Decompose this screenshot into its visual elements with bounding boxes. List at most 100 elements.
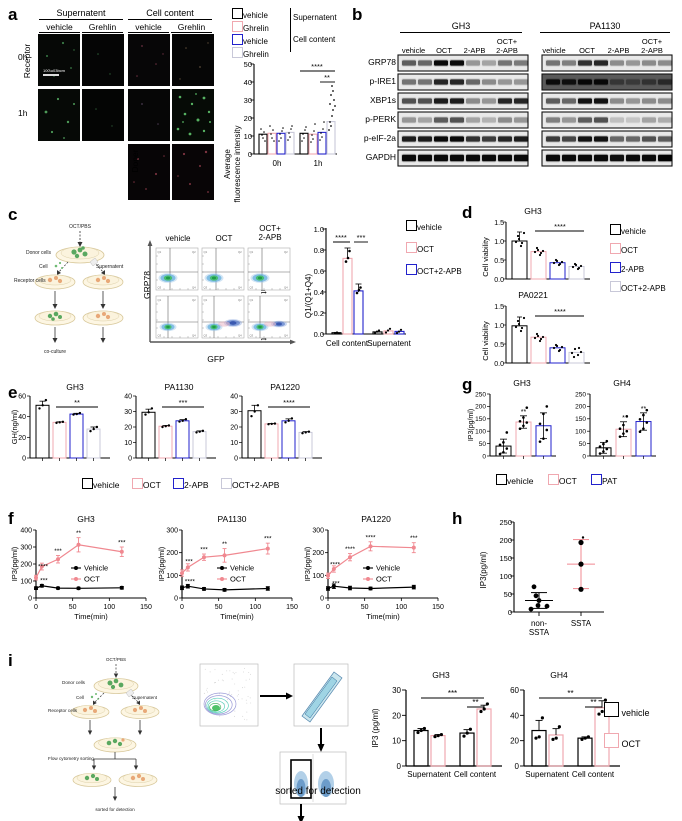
panel-c-sig-1: **** xyxy=(335,233,347,242)
svg-text:**: ** xyxy=(641,406,647,413)
panel-g: g GH3 GH4 050100150200250IP3(pg/ml)**050… xyxy=(462,374,678,494)
svg-text:Q3: Q3 xyxy=(250,334,254,338)
svg-text:40: 40 xyxy=(230,394,238,401)
svg-text:**: ** xyxy=(567,689,573,698)
panel-a-row-label-0h: 0h xyxy=(18,52,27,62)
svg-text:***: *** xyxy=(40,578,48,585)
svg-text:30: 30 xyxy=(230,409,238,416)
panel-c-legend-item-0: vehicle xyxy=(406,220,462,233)
panel-i-schematic-donor: Donor cells xyxy=(62,680,86,685)
panel-c-schematic-coculture: co-culture xyxy=(44,349,66,355)
svg-text:10: 10 xyxy=(124,440,132,447)
panel-i-schematic-supernatent: Supernatent xyxy=(132,695,158,700)
panel-b-pa-treat-3: OCT+ 2-APB xyxy=(636,38,668,55)
panel-b-protein-5: GAPDH xyxy=(352,152,396,162)
panel-d-title-1: PA0221 xyxy=(488,290,578,300)
panel-d-chart-1: Cell viability 0.00.51.01.5 **** xyxy=(480,301,610,373)
panel-c-sig-2: *** xyxy=(357,233,366,242)
panel-i-schematic-octpbs: OCT/PBS xyxy=(106,657,126,662)
panel-d: d GH3 Cell viability 0.00.51.01.5 **** P… xyxy=(462,200,678,372)
svg-text:Q1: Q1 xyxy=(250,298,254,302)
panel-a-xtick-1h: 1h xyxy=(314,159,323,168)
panel-a-legend-bracket-cellcontent: Cell content xyxy=(293,35,335,44)
svg-text:100: 100 xyxy=(499,572,512,581)
panel-i-schematic: OCT/PBS Donor cells Cell Supernatent Rec… xyxy=(30,648,192,818)
svg-text:30: 30 xyxy=(124,409,132,416)
svg-text:0: 0 xyxy=(128,456,132,463)
svg-text:0: 0 xyxy=(28,596,32,603)
svg-text:100: 100 xyxy=(249,604,261,611)
svg-text:0: 0 xyxy=(234,456,238,463)
panel-c-flow-xlabel: GFP xyxy=(176,354,256,364)
svg-text:Q3: Q3 xyxy=(250,286,254,290)
panel-i-label: i xyxy=(8,652,13,669)
panel-g-title-0: GH3 xyxy=(484,378,560,388)
panel-i-title-0: GH3 xyxy=(396,670,486,680)
panel-c-flow-plots: Q2Q1Q3Q4Q2Q1Q3Q4Q2Q1Q3Q4Q2Q1Q3Q4Q2Q1Q3Q4… xyxy=(136,218,296,352)
svg-text:0: 0 xyxy=(180,604,184,611)
svg-text:10: 10 xyxy=(244,132,252,141)
svg-text:**: ** xyxy=(74,398,80,407)
panel-a-legend-item-1: Ghrelin xyxy=(232,21,269,34)
panel-i-schematic-receptor: Receptor cells xyxy=(48,708,78,713)
legend-swatch-g-pat xyxy=(591,474,602,485)
panel-i-schematic-cell: Cell xyxy=(76,695,84,700)
svg-text:30: 30 xyxy=(244,96,252,105)
panel-e-legend-1: OCT xyxy=(143,480,161,490)
panel-g-legend-0: vehicle xyxy=(507,476,533,486)
panel-f-title-2: PA1220 xyxy=(326,514,426,524)
svg-text:150: 150 xyxy=(286,604,298,611)
svg-text:Cell content: Cell content xyxy=(572,770,615,779)
panel-g-legend-1: OCT xyxy=(559,476,577,486)
panel-i-legend-item-0: vehicle xyxy=(604,702,650,719)
svg-text:200: 200 xyxy=(499,536,512,545)
svg-text:***: *** xyxy=(410,535,418,542)
svg-text:***: *** xyxy=(332,580,340,587)
panel-e-legend-3: OCT+2-APB xyxy=(232,480,279,490)
svg-text:20: 20 xyxy=(230,425,238,432)
panel-b-pa-treat-0: vehicle xyxy=(538,46,570,55)
svg-text:***: *** xyxy=(54,548,62,555)
panel-b-gh3-treat-3: OCT+ 2-APB xyxy=(491,38,523,55)
panel-b: b GH3 PA1130 vehicle OCT 2-APB OCT+ 2-AP… xyxy=(352,4,678,179)
svg-text:20: 20 xyxy=(18,435,26,442)
svg-text:200: 200 xyxy=(166,550,178,557)
svg-text:1.0: 1.0 xyxy=(494,239,504,246)
panel-i: i OCT/PBS Donor cells Cell Supernatent R… xyxy=(6,644,678,819)
svg-text:Vehicle: Vehicle xyxy=(84,564,108,573)
panel-f-title-0: GH3 xyxy=(36,514,136,524)
panel-i-legend: vehicle OCT xyxy=(604,702,650,750)
svg-text:0: 0 xyxy=(508,608,512,617)
svg-text:Q2: Q2 xyxy=(192,298,196,302)
svg-text:IP3(pg/ml): IP3(pg/ml) xyxy=(10,546,19,581)
svg-text:100: 100 xyxy=(575,429,586,436)
panel-d-ylabel-1: Cell viability xyxy=(481,321,490,361)
svg-text:Q1: Q1 xyxy=(158,250,162,254)
svg-text:0: 0 xyxy=(34,604,38,611)
svg-text:100: 100 xyxy=(103,604,115,611)
svg-text:**: ** xyxy=(222,541,228,548)
svg-text:50: 50 xyxy=(504,590,512,599)
svg-text:300: 300 xyxy=(166,528,178,535)
svg-text:100: 100 xyxy=(20,579,32,586)
svg-text:Q2: Q2 xyxy=(284,298,288,302)
svg-text:Q4: Q4 xyxy=(238,334,242,338)
panel-a-sig-1: **** xyxy=(311,62,323,71)
panel-a-microscopy-grid: 100\u03bcm xyxy=(38,34,218,202)
svg-text:Q2: Q2 xyxy=(284,250,288,254)
svg-text:100: 100 xyxy=(475,429,486,436)
panel-e-legend: vehicle OCT 2-APB OCT+2-APB xyxy=(82,478,279,490)
panel-b-pa-treat-3-l2: 2-APB xyxy=(641,46,663,55)
legend-swatch-g-oct xyxy=(548,474,559,485)
panel-d-legend: vehicle OCT 2-APB OCT+2-APB xyxy=(610,224,666,294)
panel-b-pa-treat-2: 2-APB xyxy=(603,46,634,55)
svg-text:200: 200 xyxy=(475,404,486,411)
panel-d-legend-item-3: OCT+2-APB xyxy=(610,281,666,294)
svg-text:OCT: OCT xyxy=(84,575,100,584)
svg-text:300: 300 xyxy=(312,528,324,535)
svg-text:60: 60 xyxy=(18,394,26,401)
svg-text:IP3(pg/ml): IP3(pg/ml) xyxy=(468,409,475,441)
legend-swatch-e-oct xyxy=(132,478,143,489)
svg-text:**: ** xyxy=(521,409,527,416)
svg-text:100: 100 xyxy=(166,573,178,580)
